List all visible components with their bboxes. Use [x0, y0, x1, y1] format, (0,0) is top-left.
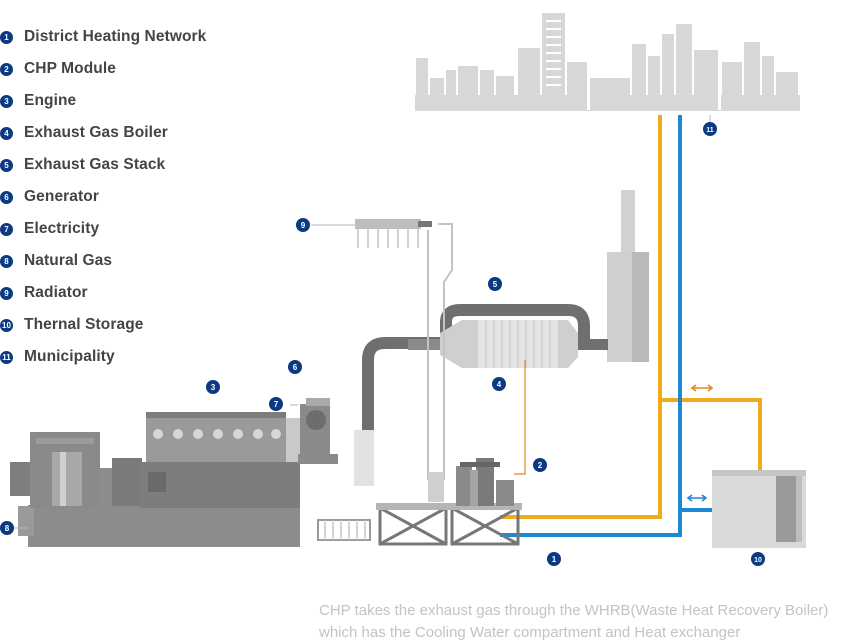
exhaust-gas-boiler [408, 320, 608, 368]
callout-5: 5 [488, 277, 502, 291]
legend-label: Radiator [24, 284, 88, 301]
callout-10: 10 [751, 552, 765, 566]
legend-label: Electricity [24, 220, 100, 237]
svg-text:6: 6 [293, 363, 298, 372]
legend-item-municipality: 11 Municipality [0, 341, 206, 373]
svg-text:7: 7 [274, 400, 279, 409]
callout-7: 7 [269, 397, 283, 411]
legend-item-exhaust-gas-boiler: 4 Exhaust Gas Boiler [0, 117, 206, 149]
return-pipe [500, 115, 682, 537]
legend-item-generator: 6 Generator [0, 181, 206, 213]
city-skyline [415, 13, 800, 111]
legend-item-engine: 3 Engine [0, 85, 206, 117]
legend-badge: 8 [0, 254, 13, 268]
legend-badge: 3 [0, 94, 13, 108]
svg-text:11: 11 [706, 127, 714, 134]
flow-arrows [686, 384, 714, 502]
orange-double-arrow-icon [690, 384, 714, 392]
exhaust-gas-stack [607, 190, 649, 362]
hot-supply-pipe [500, 115, 662, 519]
legend-label: Engine [24, 92, 77, 109]
radiator [355, 219, 453, 502]
svg-text:1: 1 [552, 555, 557, 564]
svg-text:2: 2 [538, 461, 543, 470]
legend-item-chp-module: 2 CHP Module [0, 53, 206, 85]
legend-badge: 7 [0, 222, 13, 236]
legend-label: Thernal Storage [24, 316, 144, 333]
thermal-storage-tank [712, 470, 806, 548]
callout-2: 2 [533, 458, 547, 472]
svg-text:9: 9 [301, 221, 306, 230]
legend-item-district-heating-network: 1 District Heating Network [0, 21, 206, 53]
legend-badge: 9 [0, 286, 13, 300]
legend-label: CHP Module [24, 60, 116, 77]
legend-label: Municipality [24, 348, 115, 365]
legend-badge: 10 [0, 318, 13, 332]
legend-badge: 11 [0, 350, 13, 364]
caption-line-1: CHP takes the exhaust gas through the WH… [319, 602, 829, 619]
svg-text:5: 5 [493, 280, 498, 289]
legend-item-radiator: 9 Radiator [0, 277, 206, 309]
legend-label: District Heating Network [24, 28, 207, 45]
frame-top [376, 503, 522, 510]
callout-11: 11 [703, 122, 717, 136]
support-frames [378, 506, 520, 546]
callout-leader-lines [14, 115, 711, 529]
legend-badge: 2 [0, 62, 13, 76]
legend-item-thermal-storage: 10 Thernal Storage [0, 309, 206, 341]
chp-module [456, 458, 514, 506]
district-heating-pipes [500, 115, 762, 537]
svg-text:3: 3 [211, 383, 216, 392]
svg-text:10: 10 [754, 557, 762, 564]
connection-lines [514, 360, 526, 475]
legend-label: Exhaust Gas Boiler [24, 124, 168, 141]
chp-diagram: 1 2 3 4 5 6 7 8 9 10 11 [0, 13, 806, 566]
legend-item-exhaust-gas-stack: 5 Exhaust Gas Stack [0, 149, 206, 181]
legend-item-electricity: 7 Electricity [0, 213, 206, 245]
callout-6: 6 [288, 360, 302, 374]
svg-text:8: 8 [5, 524, 10, 533]
callout-4: 4 [492, 377, 506, 391]
callout-9: 9 [296, 218, 310, 232]
legend-badge: 4 [0, 126, 13, 140]
callout-badges: 1 2 3 4 5 6 7 8 9 10 11 [0, 122, 765, 566]
hot-storage-pipe [660, 398, 762, 470]
blue-double-arrow-icon [686, 494, 708, 502]
caption: CHP takes the exhaust gas through the WH… [319, 600, 853, 644]
callout-3: 3 [206, 380, 220, 394]
legend-badge: 6 [0, 190, 13, 204]
exhaust-ducting [362, 304, 590, 480]
callout-8: 8 [0, 521, 14, 535]
caption-line-2: which has the Cooling Water compartment … [319, 624, 741, 641]
legend-label: Generator [24, 188, 99, 205]
legend-item-natural-gas: 8 Natural Gas [0, 245, 206, 277]
engine-assembly [10, 398, 374, 547]
legend-badge: 1 [0, 30, 13, 44]
legend-label: Exhaust Gas Stack [24, 156, 166, 173]
legend-badge: 5 [0, 158, 13, 172]
legend-label: Natural Gas [24, 252, 113, 269]
callout-1: 1 [547, 552, 561, 566]
svg-text:4: 4 [497, 380, 502, 389]
